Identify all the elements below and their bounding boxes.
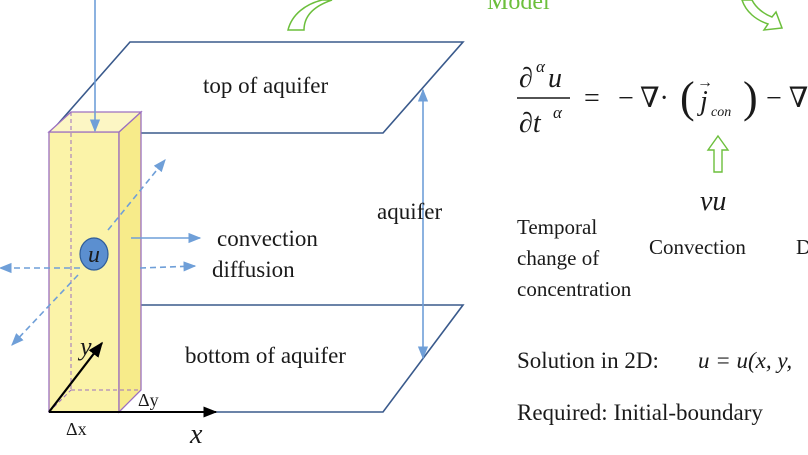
- term-temporal-line3: concentration: [517, 277, 632, 301]
- model-arrow-left: [287, 0, 333, 31]
- eq-numerator-alpha: α: [536, 57, 546, 76]
- required-note: Required: Initial-boundary: [517, 400, 763, 425]
- delta-x-label: Δx: [66, 419, 87, 439]
- column-hidden-edge: [48, 389, 72, 413]
- term-cut-letter: D: [796, 235, 808, 259]
- term-temporal-line2: change of: [517, 246, 599, 270]
- column-front-face: [48, 131, 120, 413]
- eq-minus: −: [618, 83, 634, 114]
- diffusion-arrows: [0, 159, 197, 346]
- eq-nabla-dot: ∇·: [640, 83, 669, 114]
- governing-equation: ∂ α u ∂t α = − ∇· ( j → con ) − ∇: [517, 57, 808, 139]
- top-plane: [48, 41, 465, 134]
- eq-j-vector-arrow: →: [697, 74, 713, 91]
- convective-flux-vu: vu: [700, 186, 726, 217]
- y-axis-label: y: [77, 332, 92, 361]
- eq-equals: =: [584, 83, 600, 114]
- model-title: Model: [487, 0, 550, 15]
- eq-open-paren: (: [680, 73, 695, 122]
- concentration-node: [79, 237, 109, 271]
- bottom-of-aquifer-label: bottom of aquifer: [185, 343, 346, 368]
- top-of-aquifer-label: top of aquifer: [203, 73, 329, 98]
- column-side-face: [118, 110, 142, 414]
- diffusion-label: diffusion: [212, 257, 295, 282]
- solution-prefix: Solution in 2D:: [517, 348, 659, 373]
- eq-numerator-u: u: [548, 63, 562, 94]
- eq-j-subscript: con: [711, 105, 731, 120]
- solution-equation: u = u(x, y,: [698, 348, 792, 373]
- y-axis: [48, 341, 103, 413]
- convection-label: convection: [217, 226, 318, 251]
- flux-up-arrow: [706, 134, 730, 173]
- delta-y-label: Δy: [138, 390, 159, 410]
- eq-j: j: [697, 86, 708, 117]
- eq-numerator-partial: ∂: [519, 63, 533, 94]
- eq-denominator: ∂t: [519, 108, 542, 139]
- eq-denominator-alpha: α: [553, 103, 563, 122]
- eq-trailing: − ∇: [766, 83, 808, 114]
- term-convection: Convection: [649, 235, 746, 259]
- node-label: u: [88, 242, 100, 268]
- eq-close-paren: ): [743, 73, 758, 122]
- term-temporal-line1: Temporal: [517, 215, 597, 239]
- x-axis-label: x: [189, 419, 203, 450]
- model-arrow-right: [741, 0, 784, 31]
- aquifer-label: aquifer: [377, 199, 442, 224]
